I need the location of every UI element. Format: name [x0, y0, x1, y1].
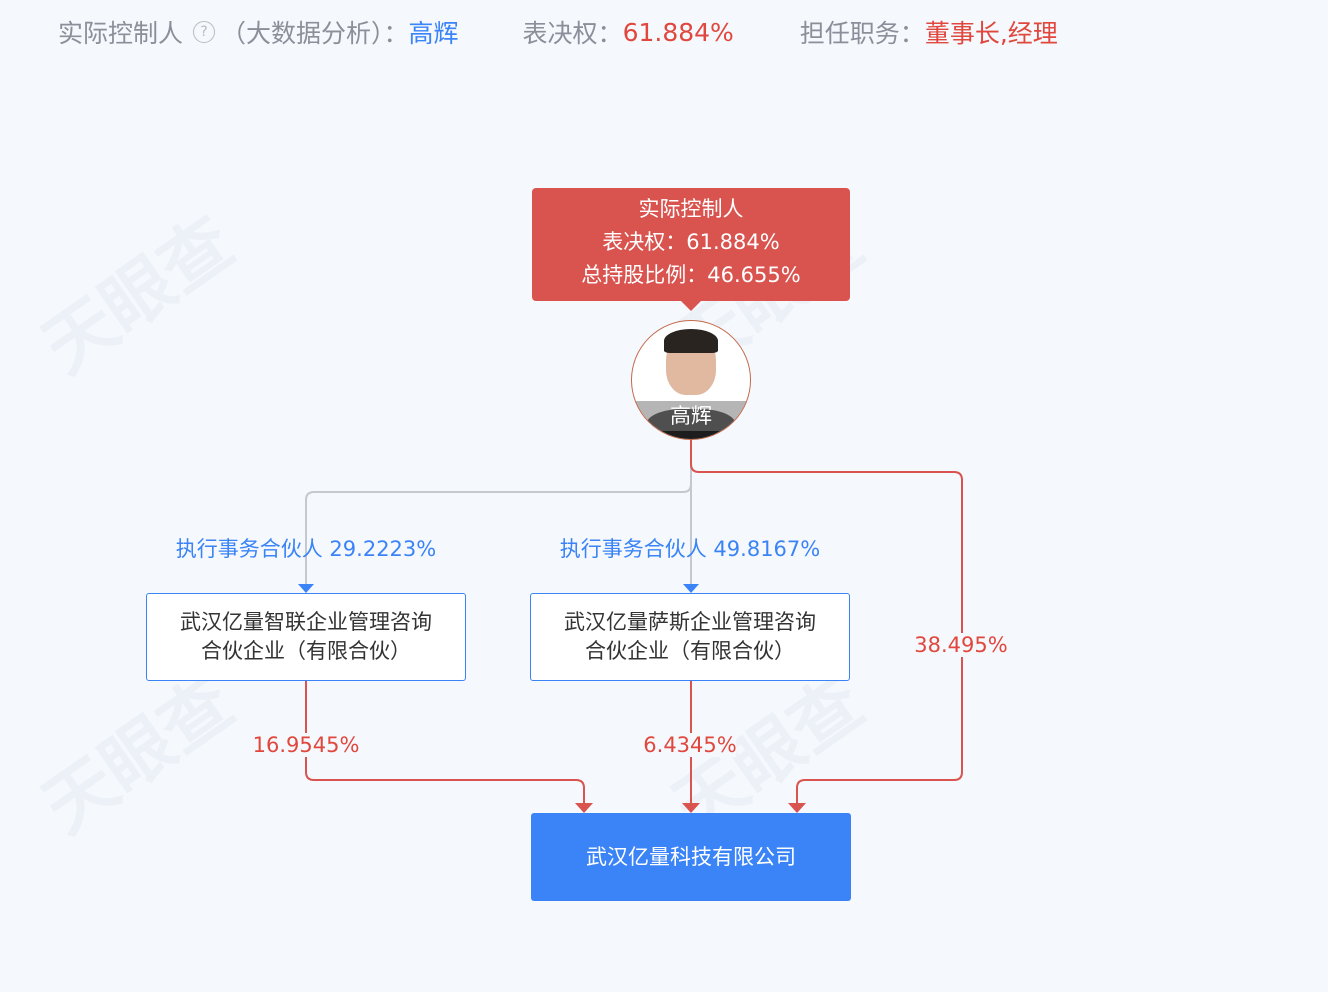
entity-name: 合伙企业（有限合伙） [585, 639, 795, 663]
partner-entity[interactable]: 武汉亿量智联企业管理咨询 合伙企业（有限合伙） [146, 593, 466, 681]
help-icon[interactable]: ? [193, 21, 216, 43]
red-connector [690, 440, 963, 806]
arrow-icon [683, 584, 699, 593]
arrow-icon [298, 584, 314, 593]
direct-holding-label: 38.495% [914, 633, 1008, 657]
voting-label: 表决权： [522, 19, 623, 48]
target-company[interactable]: 武汉亿量科技有限公司 [531, 813, 851, 901]
holding-label: 16.9545% [252, 733, 360, 757]
controller-label: 实际控制人 [58, 19, 184, 48]
analysis-label: （大数据分析）： [221, 19, 409, 48]
entity-name: 合伙企业（有限合伙） [201, 639, 411, 663]
red-connector [305, 681, 585, 806]
entity-name: 武汉亿量智联企业管理咨询 [180, 610, 432, 634]
controller-summary: 实际控制人 ? （大数据分析）： 高辉 表决权： 61.884% 担任职务： 董… [58, 14, 1058, 50]
arrow-icon [682, 803, 700, 813]
person-name: 高辉 [632, 401, 750, 431]
partner-role-label: 执行事务合伙人 49.8167% [559, 537, 821, 561]
partner-entity[interactable]: 武汉亿量萨斯企业管理咨询 合伙企业（有限合伙） [530, 593, 850, 681]
partner-role-label: 执行事务合伙人 29.2223% [175, 537, 437, 561]
holding-label: 6.4345% [643, 733, 737, 757]
gray-connector [305, 440, 692, 586]
controller-name-link[interactable]: 高辉 [408, 19, 459, 48]
person-avatar[interactable]: 高辉 [631, 320, 751, 440]
voting-value: 61.884% [622, 17, 734, 47]
controller-card-voting: 表决权：61.884% [602, 230, 780, 254]
controller-card-holding: 总持股比例：46.655% [581, 263, 801, 287]
position-value: 董事长,经理 [924, 19, 1058, 48]
controller-card: 实际控制人 表决权：61.884% 总持股比例：46.655% [532, 188, 850, 311]
entity-name: 武汉亿量萨斯企业管理咨询 [564, 610, 816, 634]
controller-card-title: 实际控制人 [638, 197, 744, 221]
position-label: 担任职务： [799, 19, 925, 48]
arrow-icon [788, 803, 806, 813]
arrow-icon [575, 803, 593, 813]
